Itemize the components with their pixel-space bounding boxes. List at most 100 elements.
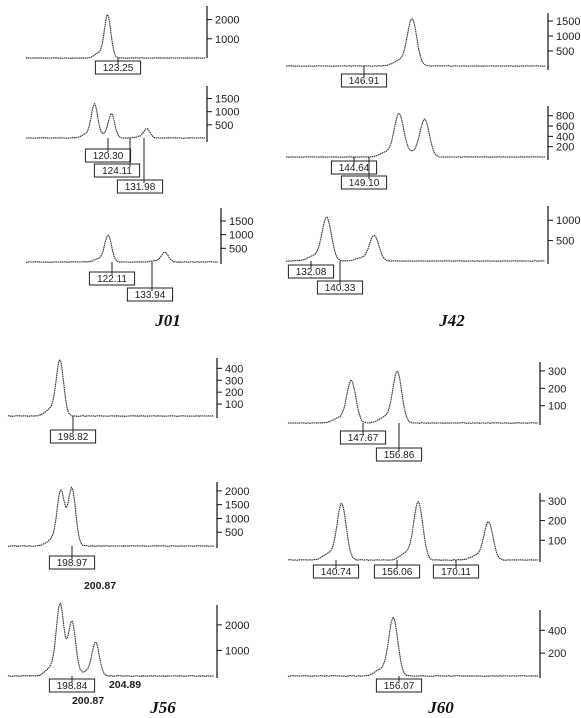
- group-label-j56: J56: [149, 698, 176, 717]
- y-tick-label: 200: [548, 648, 566, 660]
- peak-size-label: 198.82: [58, 432, 89, 443]
- peak-size-label: 156.07: [384, 681, 415, 692]
- y-tick-label: 200: [556, 142, 574, 154]
- panel-j42-1: 500 1000 1500 146.91: [285, 13, 580, 88]
- peak-label-box: [340, 175, 388, 190]
- peak-label-box: [316, 280, 364, 295]
- y-tick-label: 100: [548, 401, 566, 413]
- panel-j60-3: 200 400 156.07: [287, 610, 566, 693]
- y-tick-label: 500: [215, 120, 233, 132]
- panels: 10002000123.2550010001500120.30124.11131…: [7, 6, 580, 707]
- trace-line: [285, 18, 546, 67]
- y-tick-label: 400: [556, 131, 574, 143]
- trace-line: [287, 370, 539, 424]
- peak-label-box: [340, 73, 388, 88]
- peak-size-label: 170.11: [441, 567, 471, 578]
- y-tick-label: 400: [548, 625, 566, 637]
- trace-line: [285, 216, 546, 262]
- y-tick-label: 300: [225, 375, 243, 387]
- y-tick-label: 2000: [215, 15, 239, 27]
- trace-line: [7, 359, 215, 417]
- peak-label-box: [93, 163, 141, 178]
- y-tick-label: 1500: [215, 94, 239, 106]
- trace-line: [8, 486, 215, 548]
- peak-label-box: [48, 555, 96, 570]
- peak-size-label: 146.91: [349, 76, 380, 87]
- trace-line: [26, 234, 219, 263]
- y-tick-label: 300: [548, 366, 566, 378]
- peak-size-label: 123.25: [103, 63, 134, 74]
- y-tick-label: 1000: [556, 215, 580, 227]
- trace-line: [25, 102, 206, 139]
- y-tick-label: 500: [225, 527, 243, 539]
- trace-line: [285, 112, 546, 158]
- peak-label-box: [126, 287, 174, 302]
- peak-size-label: 200.87: [84, 580, 116, 592]
- group-label-j60: J60: [427, 698, 454, 717]
- y-tick-label: 500: [556, 46, 574, 58]
- peak-size-label: 124.11: [102, 166, 132, 177]
- peak-size-label: 200.87: [72, 695, 104, 707]
- y-tick-label: 1500: [225, 500, 249, 512]
- y-tick-label: 800: [556, 111, 574, 123]
- peak-label-box: [116, 179, 164, 194]
- peak-size-label: 132.08: [296, 267, 327, 278]
- peak-size-label: 204.89: [109, 679, 141, 691]
- y-tick-label: 1000: [225, 645, 249, 657]
- peak-label-box: [84, 148, 132, 163]
- peak-size-label: 156.86: [384, 450, 415, 461]
- peak-size-label: 147.67: [348, 433, 379, 444]
- peak-label-box: [373, 564, 421, 579]
- peak-size-label: 144.64: [339, 163, 370, 174]
- peak-label-box: [312, 564, 360, 579]
- peak-size-label: 122.11: [97, 274, 127, 285]
- y-tick-label: 200: [548, 516, 566, 528]
- peak-label-box: [94, 60, 142, 75]
- trace-line: [287, 616, 539, 678]
- y-tick-label: 100: [548, 535, 566, 547]
- y-tick-label: 1500: [556, 16, 580, 28]
- peak-size-label: 133.94: [135, 290, 166, 301]
- peak-label-box: [432, 564, 480, 579]
- y-tick-label: 2000: [225, 486, 249, 498]
- y-tick-label: 1000: [225, 513, 249, 525]
- peak-label-box: [49, 429, 97, 444]
- y-tick-label: 300: [548, 496, 566, 508]
- y-tick-label: 1000: [215, 34, 239, 46]
- group-label-j42: J42: [438, 311, 465, 330]
- panel-j01-1: 1000 2000 123.25: [25, 6, 239, 75]
- y-tick-label: 200: [225, 387, 243, 399]
- y-tick-label: 500: [556, 236, 574, 248]
- peak-label-box: [287, 264, 335, 279]
- y-tick-label: 600: [556, 121, 574, 133]
- y-tick-label: 400: [225, 363, 243, 375]
- peak-size-label: 120.30: [93, 151, 124, 162]
- peak-label-box: [88, 271, 136, 286]
- peak-label-box: [48, 678, 96, 693]
- peak-size-label: 131.98: [125, 182, 156, 193]
- trace-line: [288, 500, 539, 562]
- group-label-j01: J01: [154, 311, 181, 330]
- peak-label-box: [330, 160, 378, 175]
- y-tick-label: 100: [225, 399, 243, 411]
- y-tick-label: 1000: [215, 107, 239, 119]
- peak-size-label: 198.84: [57, 681, 88, 692]
- y-tick-label: 1000: [229, 230, 253, 242]
- peak-size-label: 149.10: [349, 178, 380, 189]
- y-tick-label: 1500: [229, 216, 253, 228]
- peak-size-label: 156.06: [382, 567, 413, 578]
- peak-size-label: 198.97: [57, 558, 88, 569]
- y-tick-label: 1000: [556, 31, 580, 43]
- panel-j60-1: 100 200 300 147.67 156.86: [287, 362, 566, 462]
- y-tick-label: 200: [548, 383, 566, 395]
